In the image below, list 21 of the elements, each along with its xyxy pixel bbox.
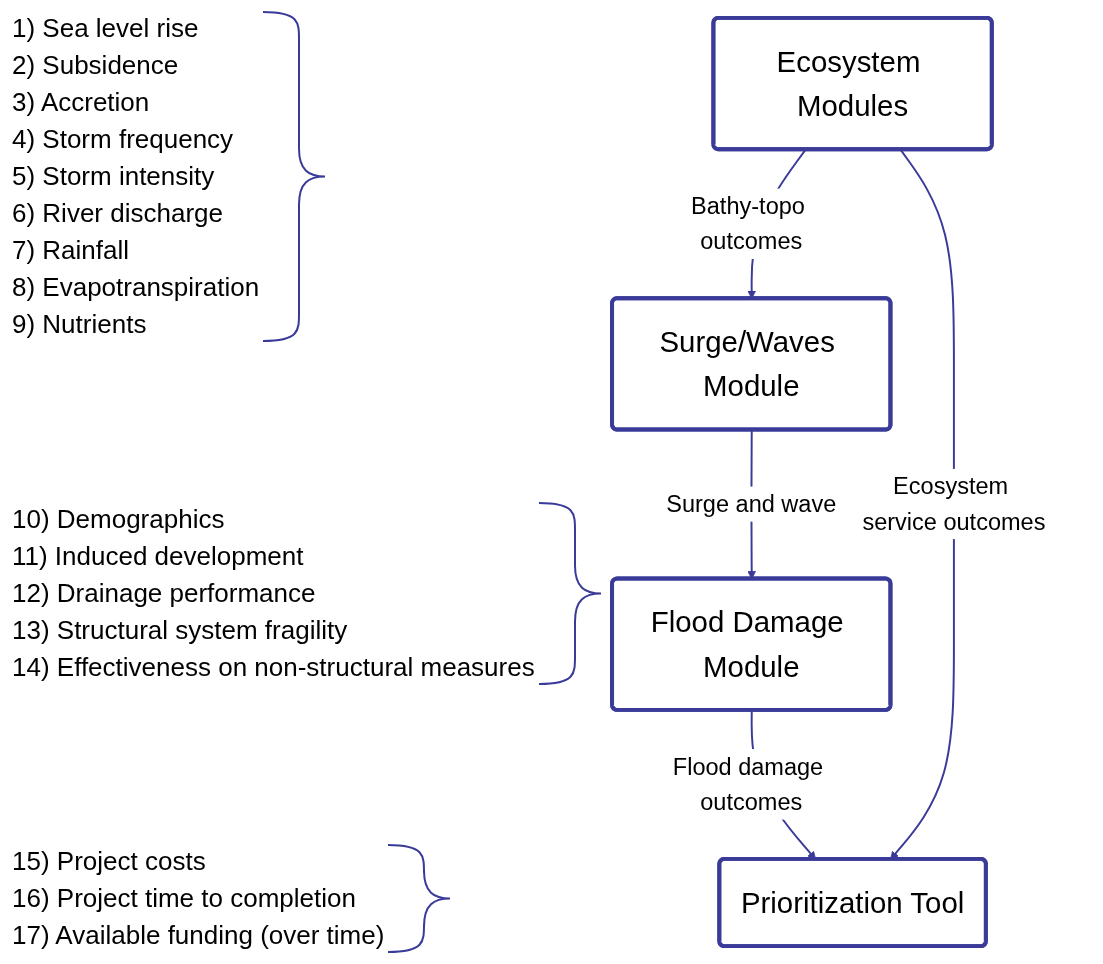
list-item: 7) Rainfall: [12, 234, 131, 267]
list-item: 17) Available funding (over time): [12, 919, 385, 952]
list-item: 15) Project costs: [12, 845, 207, 878]
list-item: 3) Accretion: [12, 86, 151, 119]
list-item: 5) Storm intensity: [12, 160, 216, 193]
list-item: 9) Nutrients: [12, 308, 148, 341]
list-item: 16) Project time to completion: [12, 882, 357, 915]
list-item: 4) Storm frequency: [12, 123, 235, 156]
edge-label: Bathy-topo outcomes: [690, 192, 805, 255]
list-item: 2) Subsidence: [12, 49, 180, 82]
list-item: 13) Structural system fragility: [12, 613, 349, 647]
list-item: 14) Effectiveness on non-structural measures: [12, 650, 535, 684]
list-item: 1) Sea level rise: [12, 12, 200, 45]
list-item: 6) River discharge: [12, 197, 224, 230]
edge-label: Flood damage outcomes: [672, 753, 823, 815]
list-item: 12) Drainage performance: [12, 576, 317, 610]
list-item: 10) Demographics: [12, 502, 226, 536]
edge-label: Ecosystem service outcomes: [861, 472, 1045, 535]
list-item: 8) Evapotranspiration: [12, 271, 260, 304]
edge-label: Surge and wave: [665, 490, 836, 517]
list-item: 11) Induced development: [12, 539, 305, 573]
